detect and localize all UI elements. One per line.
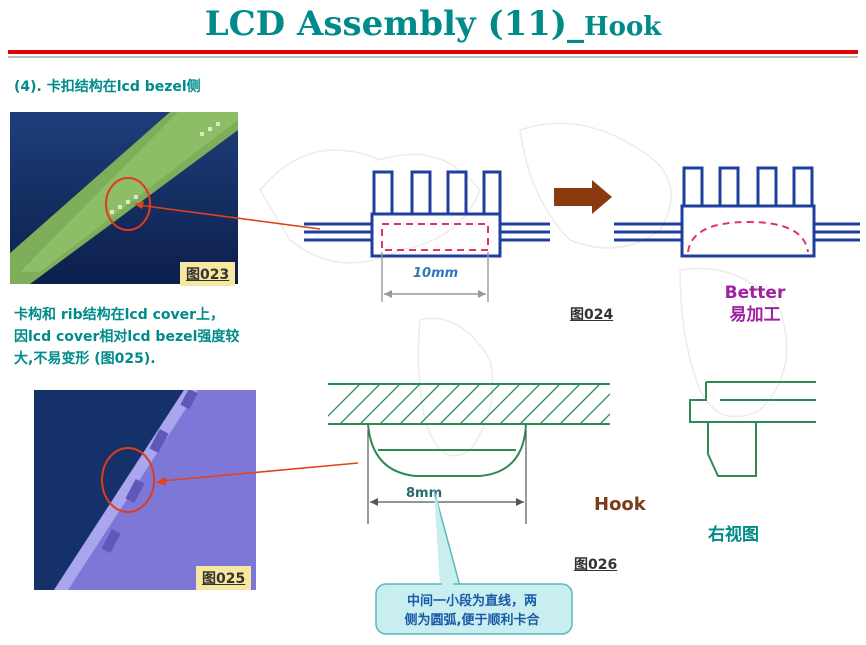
diagram-right-view: [689, 381, 816, 477]
right-view-label: 右视图: [708, 525, 759, 545]
arrow-fig025-to-fig026: [156, 462, 359, 486]
dimension-10mm: 10mm: [413, 266, 459, 281]
fig024-label: 图024: [570, 307, 614, 323]
arrow-fig023-to-fig024: [134, 201, 321, 230]
better-label-cn: 易加工: [729, 305, 781, 325]
diagram-improved-hook: [614, 166, 860, 258]
note-line-3: 大,不易变形 (图025).: [14, 351, 156, 367]
fig026-label: 图026: [574, 557, 618, 573]
arrow-right-icon: [554, 180, 612, 214]
photo-fig025-image: [34, 390, 256, 590]
title-underline-red: [8, 50, 858, 54]
hook-label: Hook: [594, 494, 646, 515]
diagram-fig024: [304, 170, 550, 302]
diagram-fig026: [328, 383, 610, 524]
note-line-1: 卡构和 rib结构在lcd cover上，: [14, 307, 225, 323]
callout-bubble: [375, 489, 573, 635]
callout-text: 中间一小段为直线，两 侧为圆弧,便于顺利卡合: [384, 592, 560, 630]
fig023-label: 图023: [180, 262, 236, 286]
photo-fig023: [10, 112, 238, 284]
section-heading: (4). 卡扣结构在lcd bezel侧: [14, 79, 201, 95]
page-title: LCD Assembly (11)_Hook: [204, 4, 662, 44]
note-text: 卡构和 rib结构在lcd cover上， 因lcd cover相对lcd be…: [14, 304, 274, 370]
fig025-label: 图025: [196, 566, 252, 590]
dimension-8mm: 8mm: [406, 486, 443, 501]
better-label: Better 易加工: [700, 282, 810, 326]
better-label-en: Better: [724, 283, 786, 303]
photo-fig025: [34, 390, 256, 590]
callout-line-1: 中间一小段为直线，两: [406, 594, 537, 609]
photo-fig023-image: [10, 112, 238, 284]
callout-line-2: 侧为圆弧,便于顺利卡合: [404, 613, 540, 628]
title-underline-grey: [8, 56, 858, 58]
note-line-2: 因lcd cover相对lcd bezel强度较: [14, 329, 240, 345]
